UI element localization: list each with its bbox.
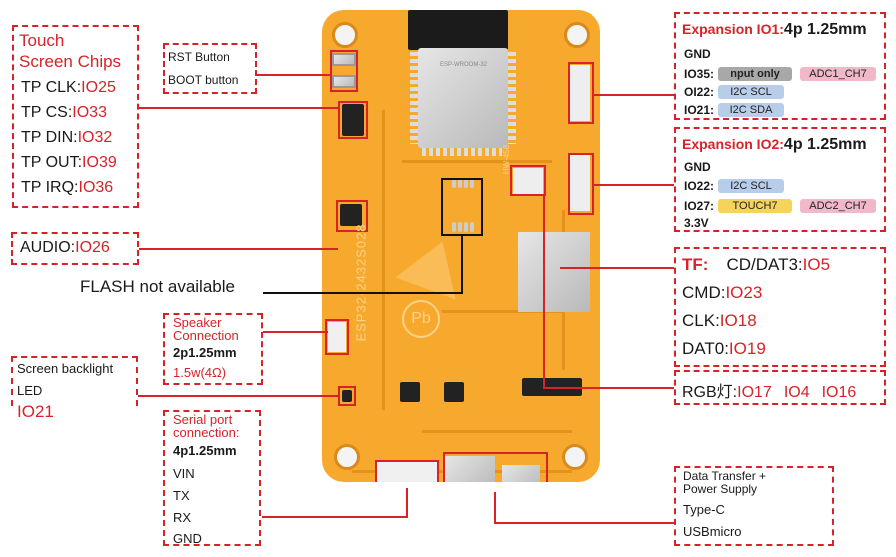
line-tf (560, 267, 676, 269)
serial-callout: Serial port connection: 4p1.25mm VIN TX … (163, 410, 261, 546)
backlight-callout: Screen backlight LED IO21 (11, 356, 138, 421)
serial-port-connector (377, 462, 437, 482)
usb-micro-port (502, 465, 540, 482)
line-exp1 (594, 94, 676, 96)
speaker-title-1: Speaker (173, 315, 222, 330)
mount-hole-tl (332, 22, 358, 48)
touch-pin-din: TP DIN:IO32 (21, 129, 113, 146)
serial-pin-rx: RX (173, 510, 192, 525)
exp1-row-io21: IO21: I2C SDA (684, 103, 785, 117)
backlight-io: IO21 (17, 402, 54, 421)
tf-callout: TF:CD/DAT3:IO5 CMD:IO23 CLK:IO18 DAT0:IO… (674, 247, 886, 367)
flash-label: FLASH not available (80, 277, 235, 296)
exp2-title: Expansion IO2:4p 1.25mm (682, 136, 867, 153)
serial-pin-gnd: GND (173, 531, 202, 546)
tf-row-cmd: CMD:IO23 (682, 283, 763, 302)
tag-input-only: nput only (718, 67, 793, 81)
tag-i2c-scl: I2C SCL (718, 85, 785, 99)
mount-hole-br (562, 444, 588, 470)
serial-pin-vin: VIN (173, 466, 195, 481)
touch-callout: Touch Screen Chips TP CLK:IO25 TP CS:IO3… (12, 25, 139, 208)
speaker-power: 1.5w(4Ω) (173, 365, 227, 380)
tf-row-clk: CLK:IO18 (682, 311, 757, 330)
speaker-connector (328, 322, 346, 352)
touch-title-2: Screen Chips (19, 52, 122, 71)
flash-highlight (441, 178, 483, 236)
expansion-io1-connector (570, 65, 590, 121)
speaker-connector-spec: 2p1.25mm (173, 345, 237, 360)
usb-type-c-label: Type-C (683, 502, 725, 517)
tf-row-cd: TF:CD/DAT3:IO5 (682, 255, 831, 274)
usb-type-c-port (445, 456, 495, 482)
line-touch (138, 107, 338, 109)
line-rgb (543, 387, 676, 389)
audio-label: AUDIO:IO26 (20, 239, 110, 256)
line-flash (263, 292, 463, 294)
backlight-line2: LED (17, 383, 43, 398)
boot-button-label: BOOT button (168, 73, 239, 87)
touch-pin-out: TP OUT:IO39 (21, 154, 117, 171)
serial-pin-tx: TX (173, 488, 190, 503)
line-exp2 (594, 184, 676, 186)
line-speaker (262, 331, 328, 333)
usb-line1: Data Transfer + (683, 469, 767, 483)
line-backlight (138, 395, 340, 397)
touch-title-1: Touch (19, 31, 65, 50)
pb-free-icon: Pb (402, 300, 440, 338)
line-audio (138, 248, 338, 250)
rgb-led-component (513, 168, 543, 194)
buttons-callout: RST Button BOOT button (163, 43, 257, 94)
usb-callout: Data Transfer + Power Supply Type-C USBm… (674, 466, 834, 546)
touch-pin-cs: TP CS:IO33 (21, 104, 107, 121)
tag-i2c-scl-2: I2C SCL (718, 179, 785, 193)
serial-title-2: connection: (173, 425, 240, 440)
rst-button-label: RST Button (168, 50, 230, 64)
boot-button-component (332, 75, 356, 88)
usb-line2: Power Supply (683, 482, 758, 496)
tag-i2c-sda: I2C SDA (718, 103, 785, 117)
speaker-title-2: Connection (173, 328, 239, 343)
tf-card-slot (518, 232, 590, 312)
mount-hole-tr (564, 22, 590, 48)
tag-adc1-ch7: ADC1_CH7 (800, 67, 877, 81)
tag-touch7: TOUCH7 (718, 199, 793, 213)
expansion-io1-callout: Expansion IO1:4p 1.25mm GND IO35: nput o… (674, 12, 886, 120)
exp1-row-io35: IO35: nput only ADC1_CH7 (684, 67, 877, 81)
tag-adc2-ch7: ADC2_CH7 (800, 199, 877, 213)
esp32-module: ESP-WROOM-32 (418, 48, 508, 148)
usb-micro-label: USBmicro (683, 524, 742, 539)
exp2-row-gnd: GND (684, 160, 711, 174)
exp1-row-io22: OI22: I2C SCL (684, 85, 785, 99)
line-buttons (256, 74, 332, 76)
touch-pin-clk: TP CLK:IO25 (21, 79, 116, 96)
rst-button-component (332, 53, 356, 66)
speaker-callout: Speaker Connection 2p1.25mm 1.5w(4Ω) (163, 313, 263, 385)
serial-title-1: Serial port (173, 412, 233, 427)
audio-chip (340, 204, 362, 226)
serial-connector-spec: 4p1.25mm (173, 443, 237, 458)
mount-hole-bl (334, 444, 360, 470)
expansion-io2-callout: Expansion IO2:4p 1.25mm GND IO22: I2C SC… (674, 127, 886, 232)
exp2-row-io27: IO27: TOUCH7 ADC2_CH7 (684, 199, 877, 213)
backlight-line1: Screen backlight (17, 361, 114, 376)
exp1-row-gnd: GND (684, 47, 711, 61)
esp32-antenna (408, 10, 508, 50)
line-serial (262, 516, 408, 518)
inductor-label: HW-458 (502, 144, 512, 175)
tf-row-dat0: DAT0:IO19 (682, 339, 766, 358)
touch-pin-irq: TP IRQ:IO36 (21, 179, 114, 196)
line-usb (494, 522, 674, 524)
audio-callout: AUDIO:IO26 (11, 232, 139, 265)
exp2-row-3v3: 3.3V (684, 216, 709, 230)
silkscreen-label: ESP32-2432S028 (353, 223, 369, 342)
touch-chip (342, 104, 364, 136)
esp32-board: ESP-WROOM-32 ESP32-2432S028 HW-458 Pb (322, 10, 600, 482)
exp1-title: Expansion IO1:4p 1.25mm (682, 21, 867, 38)
backlight-transistor (342, 390, 352, 402)
module-label: ESP-WROOM-32 (440, 62, 488, 68)
expansion-io2-connector (570, 155, 590, 211)
exp2-row-io22: IO22: I2C SCL (684, 179, 785, 193)
